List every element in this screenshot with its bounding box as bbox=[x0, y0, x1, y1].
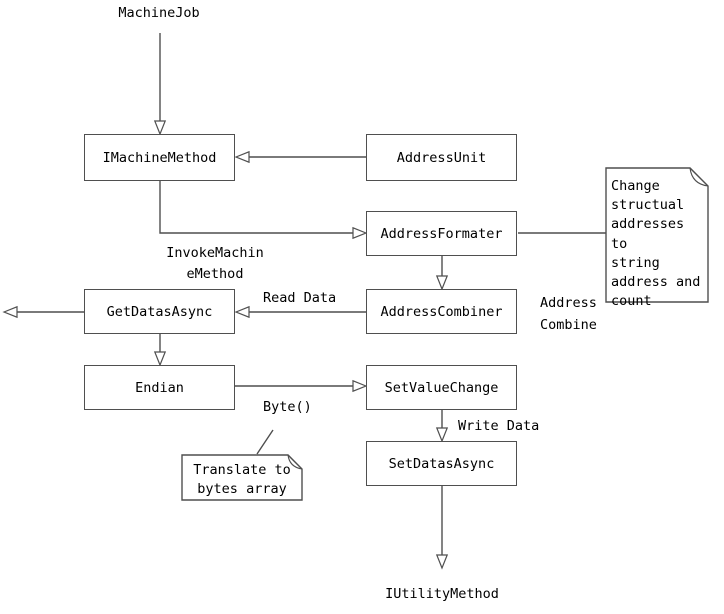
edge-note-translate-callout bbox=[256, 429, 274, 455]
note-translate-shape bbox=[181, 454, 303, 501]
arrowhead-down-addresscombiner bbox=[435, 275, 449, 291]
arrowhead-down-iutilitymethod bbox=[435, 554, 449, 570]
node-endian: Endian bbox=[84, 365, 235, 410]
arrowhead-down-endian bbox=[153, 351, 167, 367]
node-label: GetDatasAsync bbox=[106, 303, 213, 320]
edge-label-write-data: Write Data bbox=[458, 418, 540, 434]
edge-label-line: eMethod bbox=[186, 266, 244, 282]
node-addresscombiner: AddressCombiner bbox=[366, 289, 517, 334]
note-change-shape bbox=[605, 167, 709, 303]
note-line: bytes array bbox=[197, 481, 287, 498]
terminal-end-label: IUtilityMethod bbox=[385, 586, 499, 602]
arrowhead-left-out bbox=[2, 305, 18, 319]
arrowhead-right-setvaluechange bbox=[352, 379, 368, 393]
terminal-start-label: MachineJob bbox=[118, 5, 200, 21]
arrowhead-right-addressformater bbox=[352, 226, 368, 240]
node-imachinemethod: IMachineMethod bbox=[84, 134, 235, 181]
note-line: address and bbox=[611, 274, 701, 291]
arrowhead-left-imachinemethod bbox=[234, 150, 250, 164]
node-label: SetValueChange bbox=[384, 379, 499, 396]
node-label: AddressFormater bbox=[380, 225, 503, 242]
edge-label-line: Address bbox=[540, 295, 597, 311]
node-label: SetDatasAsync bbox=[388, 455, 495, 472]
edge-label-read-data: Read Data bbox=[263, 290, 337, 306]
note-translate-text: Translate to bytes array bbox=[182, 461, 302, 499]
node-setdatasasync: SetDatasAsync bbox=[366, 441, 517, 486]
edge-label-address-combine: Address Combine bbox=[540, 292, 597, 336]
note-line: Translate to bbox=[193, 462, 291, 478]
edge-imachinemethod-addressformater bbox=[159, 181, 353, 234]
node-label: IMachineMethod bbox=[102, 149, 217, 166]
arrowhead-down-imachinemethod bbox=[153, 120, 167, 136]
edge-label-invokemachinemethod: InvokeMachin eMethod bbox=[157, 243, 273, 285]
arrowhead-down-setdatasasync bbox=[435, 427, 449, 443]
node-label: AddressUnit bbox=[396, 149, 487, 166]
edge-label-byte: Byte() bbox=[263, 399, 312, 415]
arrowhead-left-getdatasasync bbox=[234, 305, 250, 319]
node-label: Endian bbox=[135, 379, 184, 396]
node-getdatasasync: GetDatasAsync bbox=[84, 289, 235, 334]
note-line: Change bbox=[611, 178, 660, 194]
node-addressunit: AddressUnit bbox=[366, 134, 517, 181]
edge-label-line: Combine bbox=[540, 317, 597, 333]
edge-label-line: InvokeMachin bbox=[166, 245, 264, 261]
note-line: structual bbox=[611, 197, 685, 214]
note-change-fold-icon bbox=[689, 167, 709, 187]
node-setvaluechange: SetValueChange bbox=[366, 365, 517, 410]
note-line: string bbox=[611, 254, 660, 271]
node-label: AddressCombiner bbox=[380, 303, 503, 320]
note-line: addresses to bbox=[611, 216, 685, 252]
node-addressformater: AddressFormater bbox=[366, 211, 517, 256]
note-line: count bbox=[611, 293, 652, 310]
note-translate-fold-icon bbox=[287, 454, 303, 470]
note-change-text: Change structual addresses to string add… bbox=[611, 177, 705, 311]
